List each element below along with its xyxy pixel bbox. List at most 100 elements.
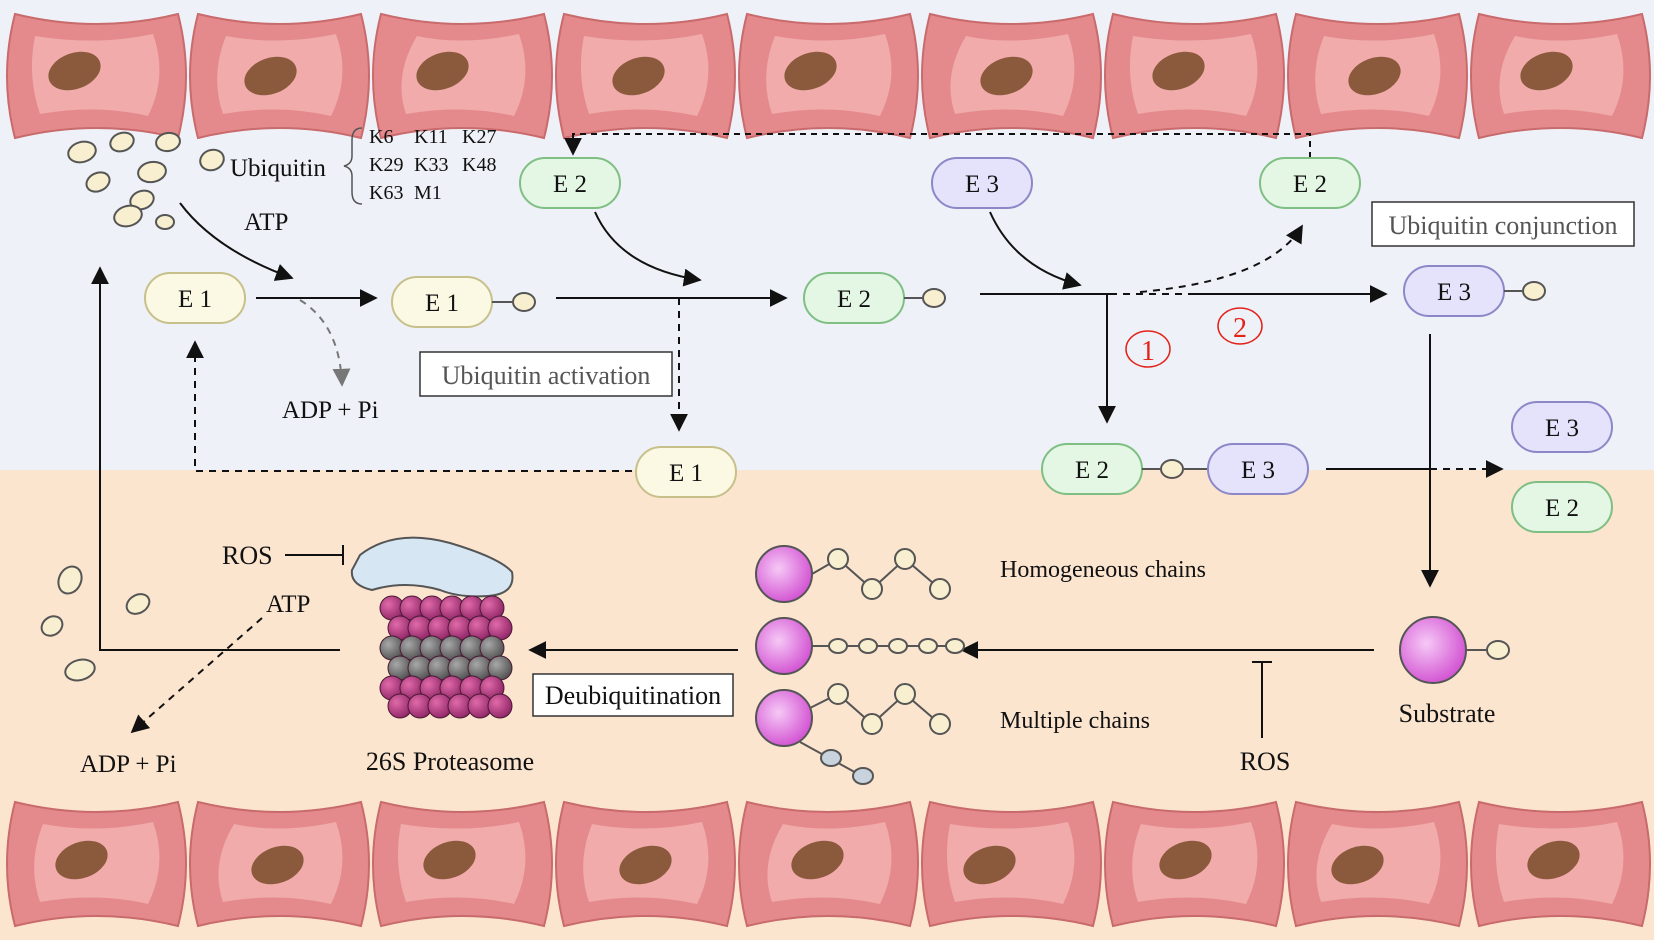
svg-text:Ubiquitin activation: Ubiquitin activation: [442, 361, 651, 390]
homogeneous-chains-label: Homogeneous chains: [1000, 557, 1206, 583]
e2-enzyme-released: E 2: [1259, 157, 1361, 209]
arrow-e1-return: [186, 340, 632, 472]
deubiquitination-box: Deubiquitination: [532, 673, 734, 717]
cell-nucleus: [612, 56, 665, 96]
lysine-brace: [343, 127, 363, 205]
svg-text:E 1: E 1: [178, 286, 212, 313]
ros-right-label: ROS: [1240, 747, 1291, 776]
cell-nucleus: [55, 840, 108, 880]
cell-nucleus: [251, 845, 304, 885]
cell-nucleus: [963, 845, 1016, 885]
homogeneous-chain: [755, 545, 951, 603]
atp-bottom-label: ATP: [266, 591, 310, 618]
epithelial-cell: [1470, 12, 1651, 140]
bottom-cell-row: [6, 800, 1651, 928]
cell-nucleus: [791, 840, 844, 880]
svg-text:E 3: E 3: [1437, 279, 1471, 306]
lysine-k33: K33: [414, 154, 448, 176]
svg-text:Deubiquitination: Deubiquitination: [545, 681, 721, 710]
lysine-k6: K6: [369, 126, 393, 148]
epithelial-cell: [555, 800, 736, 928]
e2-ubiquitin-complex: E 2: [803, 272, 946, 324]
cell-nucleus: [1520, 51, 1573, 91]
e2-enzyme-free: E 2: [1511, 481, 1613, 533]
epithelial-cell: [921, 12, 1102, 140]
proteasome-label: 26S Proteasome: [366, 747, 534, 776]
svg-text:E 1: E 1: [669, 460, 703, 487]
cell-nucleus: [619, 845, 672, 885]
svg-text:E 2: E 2: [837, 286, 871, 313]
svg-text:E 2: E 2: [553, 171, 587, 198]
cell-nucleus: [244, 56, 297, 96]
arrow-to-adp-bottom: [130, 617, 263, 734]
epithelial-cell: [921, 800, 1102, 928]
epithelial-cell: [1287, 800, 1468, 928]
svg-text:E 2: E 2: [1545, 495, 1579, 522]
lysine-m1: M1: [414, 182, 442, 204]
e2-ubiquitin-e3-complex: E 2 E 3: [1041, 443, 1309, 495]
cell-nucleus: [48, 51, 101, 91]
adp-top-label: ADP + Pi: [282, 397, 379, 424]
svg-text:E 3: E 3: [1241, 457, 1275, 484]
lysine-k27: K27: [462, 126, 496, 148]
epithelial-cell: [372, 12, 553, 140]
svg-text:1: 1: [1141, 336, 1155, 367]
epithelial-cell: [189, 12, 370, 140]
lysine-k63: K63: [369, 182, 403, 204]
cell-nucleus: [423, 840, 476, 880]
svg-text:E 1: E 1: [425, 290, 459, 317]
epithelial-cell: [1287, 12, 1468, 140]
e1-enzyme: E 1: [144, 272, 246, 324]
svg-text:2: 2: [1233, 313, 1247, 344]
svg-text:E 2: E 2: [1075, 457, 1109, 484]
arrow-ubiquitin-to-e1: [179, 202, 294, 281]
substrate-label: Substrate: [1399, 699, 1496, 728]
arrow-to-e2-released: [1139, 224, 1303, 293]
arrow-e2-to-junction: [594, 211, 702, 287]
path-1-marker: 1: [1125, 330, 1171, 368]
cell-nucleus: [1159, 840, 1212, 880]
epithelial-cell: [1104, 800, 1285, 928]
svg-text:E 3: E 3: [965, 171, 999, 198]
epithelial-cell: [1470, 800, 1651, 928]
linear-chain: [755, 617, 965, 675]
multiple-chain: [755, 683, 951, 785]
e3-ubiquitin-complex: E 3: [1403, 265, 1546, 317]
epithelial-cell: [738, 12, 919, 140]
ros-left-label: ROS: [222, 541, 273, 570]
substrate-ubiquitinated: [1399, 616, 1510, 684]
recycled-ubiquitin-cluster: [40, 565, 151, 682]
lysine-k48: K48: [462, 154, 496, 176]
epithelial-cell: [189, 800, 370, 928]
cell-nucleus: [1331, 845, 1384, 885]
svg-text:E 3: E 3: [1545, 415, 1579, 442]
cell-nucleus: [1348, 56, 1401, 96]
lysine-k29: K29: [369, 154, 403, 176]
free-ubiquitin-cluster: [67, 131, 225, 230]
cell-nucleus: [980, 56, 1033, 96]
ubiquitin-label: Ubiquitin: [230, 155, 326, 182]
cell-nucleus: [1152, 51, 1205, 91]
atp-top-label: ATP: [244, 209, 288, 236]
e1-enzyme-released: E 1: [635, 446, 737, 498]
svg-text:E 2: E 2: [1293, 171, 1327, 198]
multiple-chains-label: Multiple chains: [1000, 708, 1150, 734]
e1-ubiquitin-complex: E 1: [391, 276, 536, 328]
epithelial-cell: [738, 800, 919, 928]
e2-enzyme-incoming: E 2: [519, 157, 621, 209]
arrow-e2-recycle: [564, 133, 1311, 158]
arrow-e3-to-junction: [989, 211, 1082, 290]
e3-enzyme-incoming: E 3: [931, 157, 1033, 209]
ubiquitin-activation-box: Ubiquitin activation: [419, 351, 673, 397]
path-2-marker: 2: [1217, 307, 1263, 345]
ubiquitin-conjunction-box: Ubiquitin conjunction: [1371, 201, 1635, 247]
epithelial-cell: [555, 12, 736, 140]
adp-bottom-label: ADP + Pi: [80, 751, 177, 778]
epithelial-cell: [6, 12, 187, 140]
epithelial-cell: [6, 800, 187, 928]
epithelial-cell: [372, 800, 553, 928]
lysine-k11: K11: [414, 126, 448, 148]
epithelial-cell: [1104, 12, 1285, 140]
